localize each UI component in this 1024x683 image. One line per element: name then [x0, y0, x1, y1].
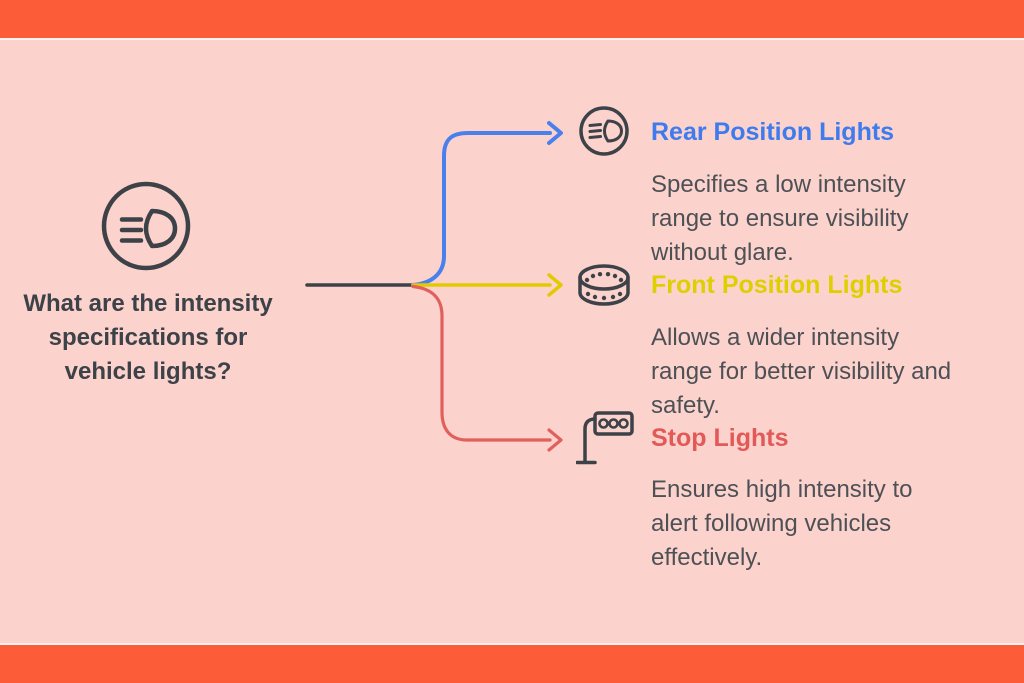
rear-position-lights-title: Rear Position Lights	[651, 118, 895, 146]
stop-lights-title: Stop Lights	[651, 424, 789, 452]
front-position-lights-description: Allows a wider intensity range for bette…	[651, 321, 951, 423]
front-position-lights-title: Front Position Lights	[651, 271, 903, 299]
front-arrowhead-icon	[547, 273, 563, 297]
branch-connectors	[305, 121, 563, 452]
top-frame-bar	[0, 0, 1024, 40]
bottom-frame-bar	[0, 643, 1024, 683]
desc-line: effectively.	[651, 544, 763, 571]
desc-line: without glare.	[651, 239, 794, 266]
desc-line: range to ensure visibility	[651, 205, 909, 232]
stop-lights-icon	[576, 411, 634, 465]
desc-line: Ensures high intensity to	[651, 476, 913, 503]
question-text: What are the intensity specifications fo…	[0, 287, 296, 389]
question-line: vehicle lights?	[64, 358, 232, 385]
rear-branch-line	[411, 131, 552, 287]
stop-branch-line	[411, 284, 552, 442]
rear-position-lights-icon	[579, 106, 629, 156]
question-line: What are the intensity	[23, 290, 273, 317]
desc-line: Specifies a low intensity	[651, 171, 906, 198]
rear-position-lights-description: Specifies a low intensity range to ensur…	[651, 168, 908, 270]
desc-line: Allows a wider intensity	[651, 324, 900, 351]
headlight-icon	[101, 181, 191, 271]
rear-arrowhead-icon	[547, 121, 563, 145]
desc-line: alert following vehicles	[651, 510, 892, 537]
stop-arrowhead-icon	[547, 428, 563, 452]
front-position-lights-icon	[578, 264, 630, 306]
desc-line: range for better visibility and	[651, 358, 952, 385]
stop-lights-description: Ensures high intensity to alert followin…	[651, 473, 912, 575]
desc-line: safety.	[651, 392, 720, 419]
question-line: specifications for	[48, 324, 248, 351]
